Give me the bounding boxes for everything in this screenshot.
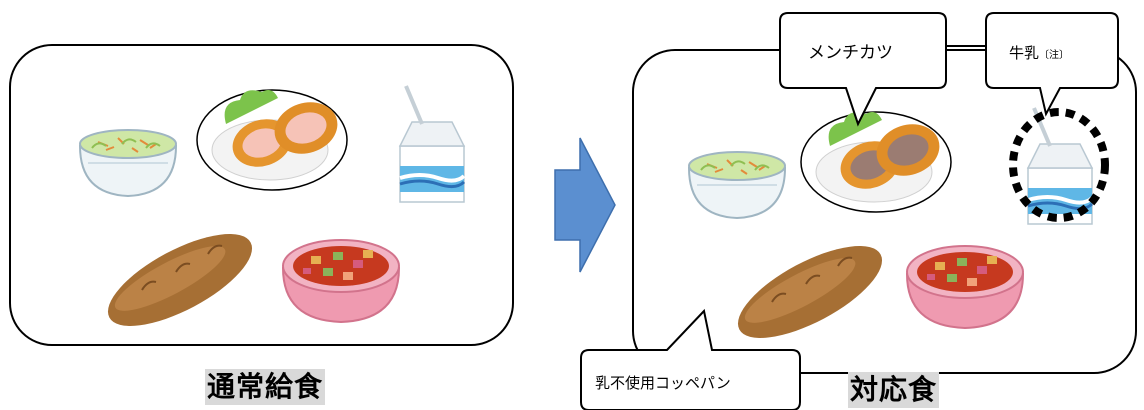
salad-icon xyxy=(79,129,177,197)
minestrone-soup-icon xyxy=(906,245,1024,329)
milk-highlight-ring xyxy=(1009,108,1109,222)
menchikatsu-label: メンチカツ xyxy=(808,43,893,63)
milk-callout xyxy=(985,12,1119,117)
menchikatsu-icon xyxy=(800,111,952,213)
arrow-right-icon xyxy=(554,137,616,273)
menchikatsu-callout xyxy=(779,12,947,127)
milk-note: 〔注〕 xyxy=(1039,50,1070,61)
bread-label: 乳不使用コッペパン xyxy=(595,374,731,392)
right-caption: 対応食 xyxy=(848,372,940,408)
left-caption: 通常給食 xyxy=(205,369,326,405)
fried-cutlet-icon xyxy=(196,89,348,191)
milk-label: 牛乳〔注〕 xyxy=(1009,44,1070,62)
minestrone-soup-icon xyxy=(282,239,400,323)
salad-icon xyxy=(688,151,786,219)
